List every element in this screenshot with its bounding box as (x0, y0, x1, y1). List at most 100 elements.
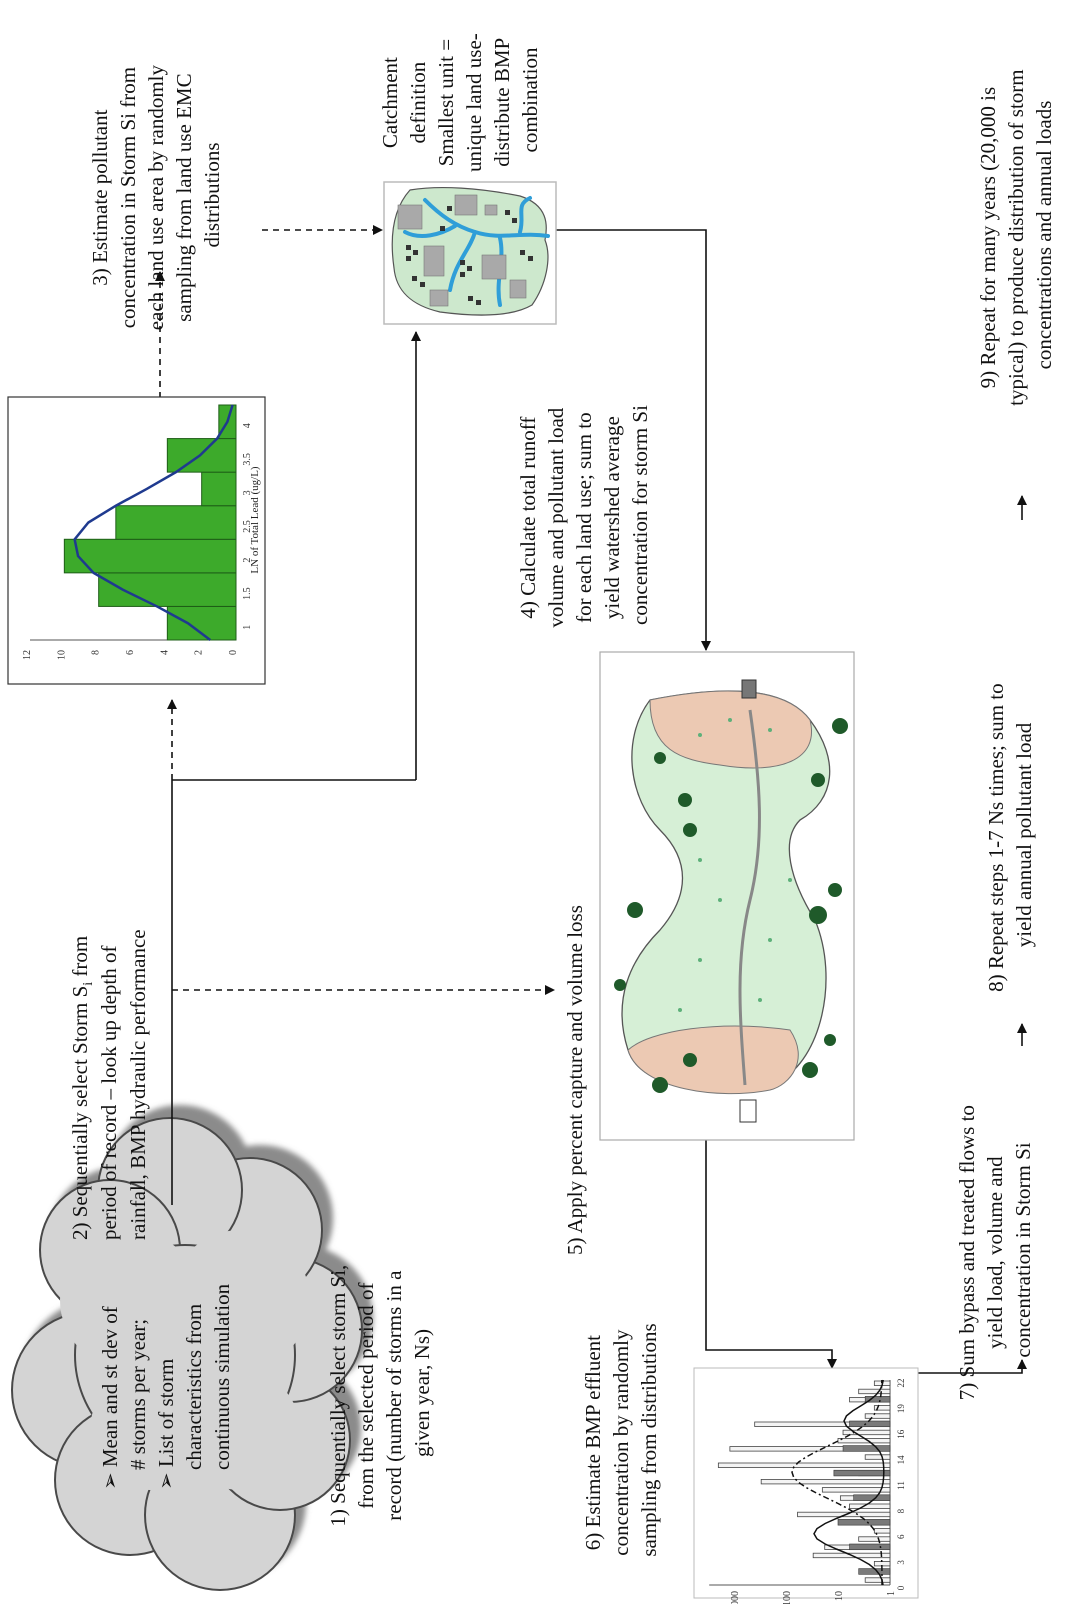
step8-text: 8) Repeat steps 1-7 Ns times; sum to yie… (984, 678, 1036, 992)
step7-line: 7) Sum bypass and treated flows to (955, 1105, 979, 1400)
cloud-line: ➢ Mean and st dev of (98, 1306, 122, 1490)
effluent-bar (821, 1487, 891, 1493)
histogram-bar (115, 505, 237, 540)
effluent-gray-bar (864, 1396, 891, 1403)
step9-text: 9) Repeat for many years (20,000 is typi… (976, 64, 1056, 406)
histogram-y-tick: 6 (125, 650, 136, 655)
effluent-bar (849, 1503, 891, 1509)
histogram-x-tick: 4 (242, 423, 253, 428)
step4-line: volume and pollutant load (544, 407, 568, 627)
step6-line: sampling from distributions (637, 1323, 661, 1556)
land-use-block (397, 204, 423, 230)
cloud-storm-characteristics: ➢ Mean and st dev of # storms per year; … (11, 1117, 363, 1591)
histogram-y-tick: 10 (56, 650, 67, 660)
histogram-x-tick: 3.5 (242, 453, 253, 466)
step1-line: given year, Ns) (410, 1329, 434, 1457)
wetland-bmp-drawing (599, 651, 855, 1141)
land-use-block (481, 254, 507, 280)
arrow-to-step7 (914, 1359, 1027, 1374)
histogram-x-tick: 1 (242, 625, 253, 630)
step1-text: 1) Sequentially select storm Si, from th… (326, 1259, 434, 1526)
step2-text: 2) Sequentially select Storm Si from per… (68, 929, 150, 1240)
effluent-gray-bar (849, 1420, 891, 1428)
step5-text: 5) Apply percent capture and volume loss (563, 905, 587, 1255)
effluent-gray-bar (853, 1494, 891, 1501)
histogram-bar (63, 538, 237, 574)
effluent-x-tick: 14 (896, 1455, 906, 1465)
effluent-y-tick: 10 (834, 1591, 845, 1601)
wetland-outlet-structure (741, 679, 757, 699)
effluent-gray-bar (849, 1543, 891, 1551)
effluent-bar (760, 1479, 891, 1485)
effluent-bar (858, 1388, 891, 1395)
effluent-bar (842, 1429, 891, 1436)
land-use-block (423, 245, 445, 277)
effluent-bar (864, 1454, 891, 1460)
effluent-x-tick: 22 (896, 1379, 906, 1388)
step8-line: yield annual pollutant load (1012, 722, 1036, 947)
histogram-y-tick: 2 (194, 650, 205, 655)
step3-text: 3) Estimate pollutant concentration in S… (88, 60, 224, 331)
step2-line: 2) Sequentially select Storm Si from (68, 936, 96, 1240)
cloud-text: ➢ Mean and st dev of # storms per year; … (98, 1283, 234, 1490)
step9-line: concentrations and annual loads (1032, 101, 1056, 370)
cloud-line: characteristics from (182, 1304, 206, 1470)
step2-line: rainfall, BMP hydraulic performance (126, 929, 150, 1240)
effluent-gray-bar (837, 1519, 891, 1526)
effluent-bar (717, 1462, 891, 1468)
land-use-block (454, 194, 478, 216)
histogram-x-tick: 1.5 (242, 587, 253, 600)
histogram-bar (98, 572, 237, 607)
arrow-to-effluent (705, 1140, 837, 1369)
catchment-map (383, 181, 557, 325)
effluent-gray-bar (833, 1469, 891, 1477)
cloud-line: ➢ List of storm (154, 1359, 178, 1490)
effluent-x-tick: 3 (896, 1560, 906, 1565)
step1-line: 1) Sequentially select storm Si, (326, 1265, 350, 1527)
histogram-y-tick: 4 (159, 650, 170, 655)
step6-line: concentration by randomly (609, 1329, 633, 1556)
effluent-x-tick: 8 (896, 1508, 906, 1513)
step4-line: 4) Calculate total runoff (516, 417, 540, 619)
wetland-outlet-berm (649, 690, 812, 769)
step6-line: 6) Estimate BMP effluent (581, 1335, 605, 1550)
step4-text: 4) Calculate total runoff volume and pol… (516, 402, 652, 627)
wetland-channel (738, 709, 761, 1086)
catchment-river (403, 196, 550, 307)
catchment-line: Catchment (378, 57, 402, 148)
histogram-y-tick: 8 (91, 650, 102, 655)
catchment-line: Smallest unit = (434, 39, 458, 166)
step2-line: period of record – look up depth of (97, 945, 121, 1240)
effluent-bar (858, 1536, 891, 1542)
effluent-x-tick: 11 (896, 1481, 906, 1490)
step3-line: concentration in Storm Si from (116, 67, 140, 328)
histogram-y-tick: 12 (22, 650, 33, 660)
arrow-to-wetland (554, 229, 711, 651)
histogram-xlabel: LN of Total Lead (ug/L) (249, 466, 261, 573)
histogram-x-tick: 3 (242, 490, 253, 495)
wetland-inlet-structure (739, 1099, 757, 1123)
step3-line: each land use area by randomly (144, 64, 168, 330)
catchment-line: unique land use- (462, 33, 486, 172)
step8-line: 8) Repeat steps 1-7 Ns times; sum to (984, 683, 1008, 992)
histogram-bar (201, 471, 237, 507)
wetland-plants (678, 718, 792, 1012)
effluent-y-tick: 1000 (730, 1591, 741, 1604)
catchment-line: distribute BMP (490, 38, 514, 166)
effluent-bar (873, 1528, 891, 1534)
step1-line: record (number of storms in a (382, 1270, 406, 1521)
wetland-forebay-berm (627, 1025, 799, 1095)
effluent-x-tick: 0 (896, 1585, 906, 1590)
effluent-x-tick: 19 (896, 1404, 906, 1414)
effluent-x-tick: 16 (896, 1429, 906, 1439)
effluent-y-tick: 1 (886, 1591, 897, 1596)
step7-line: yield load, volume and (983, 1156, 1007, 1349)
step3-line: 3) Estimate pollutant (88, 109, 112, 285)
step7-text: 7) Sum bypass and treated flows to yield… (955, 1100, 1035, 1400)
land-use-block (509, 279, 527, 299)
catchment-text: Catchment definition Smallest unit = uni… (378, 28, 542, 172)
